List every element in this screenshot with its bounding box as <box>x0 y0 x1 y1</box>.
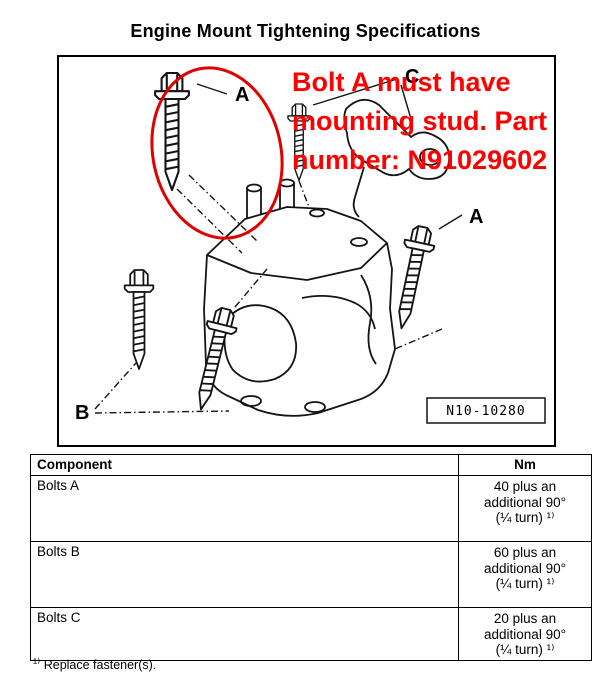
annotation-line: mounting stud. Part <box>292 106 547 136</box>
annotation-line: Bolt A must have <box>292 67 511 97</box>
nm-line: (¼ turn) ¹⁾ <box>495 642 555 657</box>
nm-cell: 40 plus an additional 90° (¼ turn) ¹⁾ <box>458 475 592 542</box>
footnote: ¹⁾ Replace fastener(s). <box>33 655 156 672</box>
bolt-a-top-icon <box>154 71 190 192</box>
table-header-component: Component <box>30 454 459 476</box>
torque-spec-table: Component Nm Bolts A 40 plus an addition… <box>30 454 592 661</box>
footnote-text: Replace fastener(s). <box>43 658 157 672</box>
diagram-label-b: B <box>75 402 89 424</box>
diagram-label-a-right: A <box>469 206 483 228</box>
footnote-marker: ¹⁾ <box>33 656 41 670</box>
table-row: Bolts A 40 plus an additional 90° (¼ tur… <box>30 475 592 542</box>
nm-line: additional 90° <box>484 560 566 576</box>
component-cell: Bolts B <box>30 541 459 608</box>
diagram-ref-box: N10-10280 <box>426 397 546 424</box>
page-title: Engine Mount Tightening Specifications <box>130 21 481 41</box>
nm-line: 60 plus an <box>493 545 557 560</box>
bolt-b-left-icon <box>123 269 155 370</box>
table-header-nm: Nm <box>458 454 592 476</box>
engine-mount-diagram: A C A B N10-10280 <box>75 66 546 424</box>
table-row: Bolts B 60 plus an additional 90° (¼ tur… <box>30 541 592 608</box>
nm-line: 40 plus an <box>493 479 557 494</box>
table-row: Bolts C 20 plus an additional 90° (¼ tur… <box>30 607 592 661</box>
bracket-arm-drawing <box>343 99 451 218</box>
nm-line: additional 90° <box>484 494 566 510</box>
diagram-ref-label: N10-10280 <box>446 404 525 419</box>
bolt-a-right-icon <box>385 222 439 333</box>
component-cell: Bolts C <box>30 607 459 661</box>
annotation-overlay: Bolt A must have mounting stud. Part num… <box>292 63 610 180</box>
annotation-line: number: N91029602 <box>292 145 548 175</box>
engine-mount-diagram-frame: A C A B N10-10280 <box>57 55 556 447</box>
nm-line: 20 plus an <box>493 611 557 626</box>
table-header-row: Component Nm <box>30 454 592 476</box>
nm-line: (¼ turn) ¹⁾ <box>495 510 555 525</box>
highlight-ellipse <box>150 66 284 240</box>
leader-lines <box>94 78 463 414</box>
diagram-label-c: C <box>405 66 419 88</box>
nm-cell: 20 plus an additional 90° (¼ turn) ¹⁾ <box>458 607 592 661</box>
mount-body-drawing <box>203 178 396 417</box>
diagram-label-a-top: A <box>235 84 249 106</box>
nm-line: additional 90° <box>484 626 566 642</box>
nm-line: (¼ turn) ¹⁾ <box>495 576 555 591</box>
component-cell: Bolts A <box>30 475 459 542</box>
nm-cell: 60 plus an additional 90° (¼ turn) ¹⁾ <box>458 541 592 608</box>
